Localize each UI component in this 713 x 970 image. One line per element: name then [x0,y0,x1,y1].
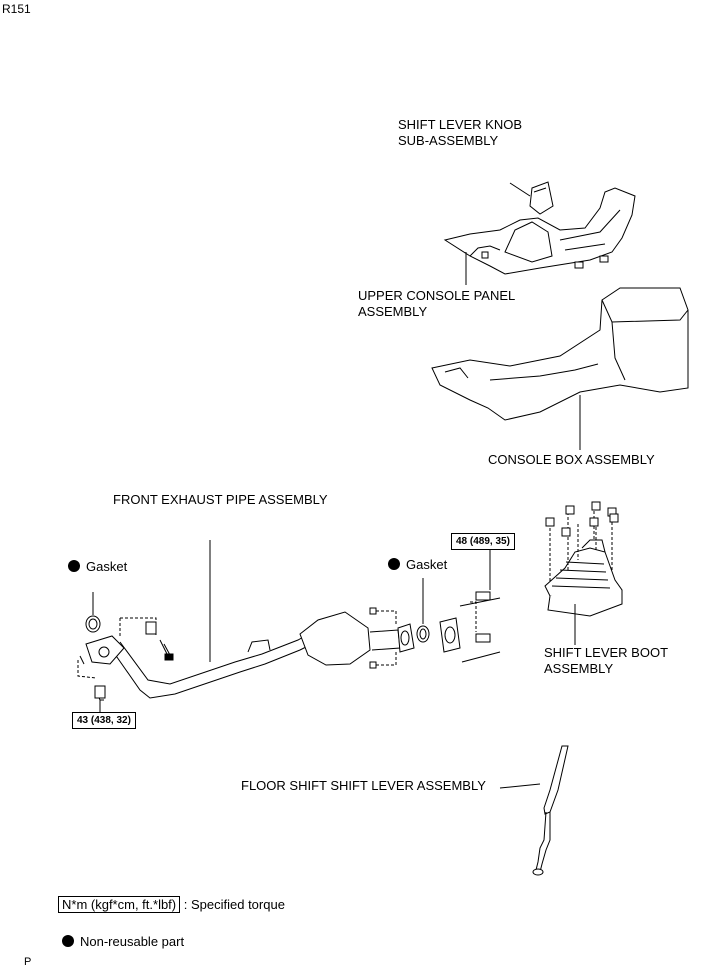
torque-box-right: 48 (489, 35) [451,533,515,550]
non-reusable-dot-icon [388,558,400,570]
non-reusable-dot-icon [62,935,74,947]
legend-nonreusable-text: Non-reusable part [80,934,185,949]
legend-torque: N*m (kgf*cm, ft.*lbf) : Specified torque [58,896,285,913]
front-exhaust-pipe-drawing [77,540,501,712]
label-gasket-left: Gasket [68,559,127,575]
legend-nonreusable: Non-reusable part [62,934,184,950]
page-code: R151 [2,2,31,16]
label-shift-knob-line1: SHIFT LEVER KNOB [398,117,523,132]
gasket-right-text: Gasket [406,557,448,572]
label-gasket-right: Gasket [388,557,447,573]
label-upper-console-line1: UPPER CONSOLE PANEL [358,288,516,303]
floor-shift-lever-drawing [499,745,569,876]
legend-torque-unit: N*m (kgf*cm, ft.*lbf) [58,896,181,913]
footer-mark: P [24,956,32,968]
shift-knob-drawing [509,181,554,215]
label-shift-knob-line2: SUB-ASSEMBLY [398,133,499,148]
label-console-box: CONSOLE BOX ASSEMBLY [488,452,655,467]
label-shift-boot-line2: ASSEMBLY [544,661,614,676]
console-box-drawing [431,287,689,450]
shift-lever-boot-drawing [544,501,623,645]
label-upper-console-line2: ASSEMBLY [358,304,428,319]
label-shift-boot-line1: SHIFT LEVER BOOT [544,645,669,660]
non-reusable-dot-icon [68,560,80,572]
label-front-exhaust-pipe: FRONT EXHAUST PIPE ASSEMBLY [113,492,328,507]
label-floor-shift-lever: FLOOR SHIFT SHIFT LEVER ASSEMBLY [241,778,486,793]
legend-torque-text: : Specified torque [183,897,285,912]
gasket-left-text: Gasket [86,559,128,574]
upper-console-panel-drawing [443,187,636,285]
torque-box-left: 43 (438, 32) [72,712,136,729]
